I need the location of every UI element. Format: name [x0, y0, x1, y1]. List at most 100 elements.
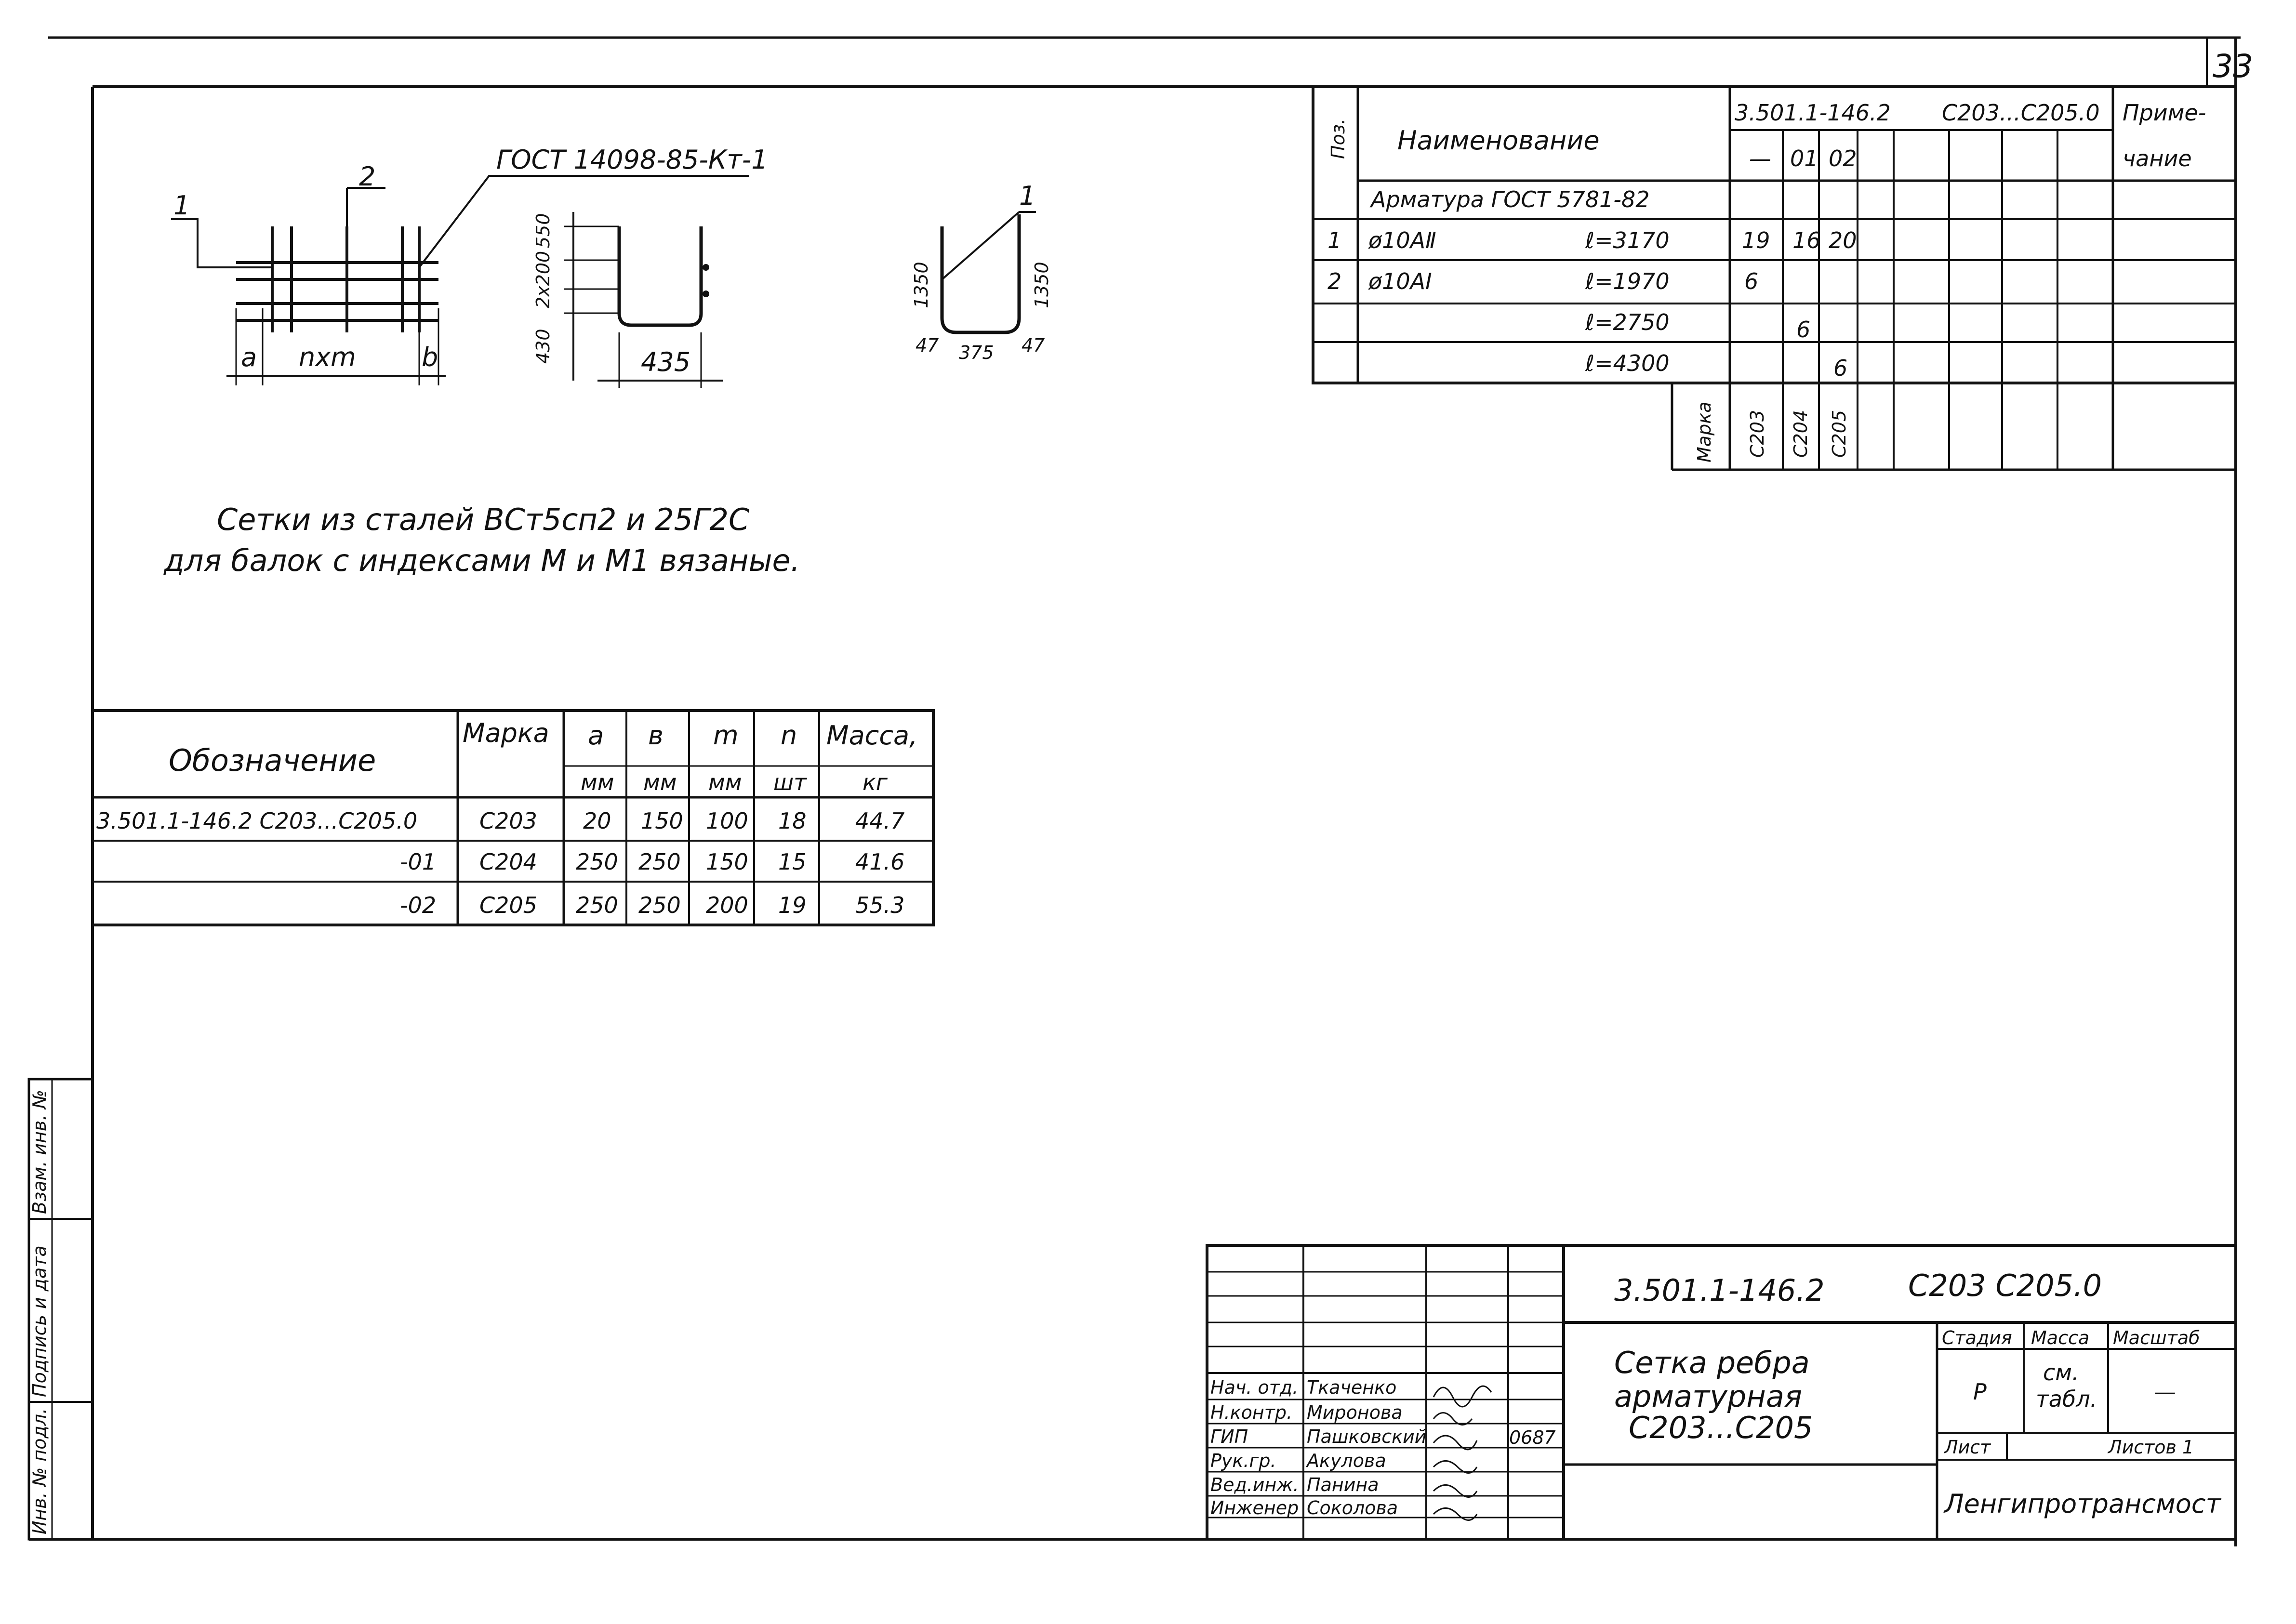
sheets-label: Листов 1	[2107, 1437, 2194, 1458]
dim-a-label: a	[241, 342, 257, 372]
signer-name: Пашковский	[1307, 1426, 1426, 1447]
spec-row-pos: 2	[1327, 268, 1341, 294]
signer-name: Ткаченко	[1307, 1377, 1396, 1398]
mesh-row-mass: 55.3	[855, 892, 904, 918]
dim-430-label: 430	[532, 329, 554, 364]
signer-role: Рук.гр.	[1210, 1450, 1276, 1471]
mesh-b-header: в	[648, 720, 664, 751]
mesh-row-m: 200	[706, 892, 748, 918]
dim-1350-left-label: 1350	[911, 262, 932, 308]
title-block-range: С203 С205.0	[1908, 1268, 2102, 1303]
title-block-title-3: С203...С205	[1629, 1410, 1813, 1445]
spec-row-length: ℓ=3170	[1585, 227, 1670, 253]
title-block-code: 3.501.1-146.2	[1614, 1273, 1825, 1308]
spec-pos-header: Поз.	[1327, 119, 1349, 159]
mesh-row-marka: С205	[479, 892, 537, 918]
dim-nxm-label: nxm	[299, 342, 356, 372]
spec-row-length: ℓ=4300	[1585, 350, 1670, 376]
u-bar-position-1-label: 1	[1019, 181, 1035, 211]
signer-role: Нач. отд.	[1210, 1377, 1298, 1398]
mesh-row-b: 250	[638, 892, 681, 918]
mesh-table-row: -01 С204 250 250 150 15 41.6	[400, 849, 904, 875]
spec-row-v1: 16	[1792, 227, 1821, 253]
title-block-title-2: арматурная	[1614, 1379, 1802, 1414]
signer-role: Инженер	[1210, 1497, 1299, 1518]
mesh-row-designation: -02	[400, 892, 436, 918]
spec-mark-c205: С205	[1829, 410, 1850, 458]
spec-row-v2: 20	[1829, 227, 1857, 253]
spec-marka-label: Марка	[1694, 402, 1715, 462]
mesh-m-unit: мм	[708, 769, 742, 795]
spec-mark-c203: С203	[1747, 410, 1768, 458]
mass-value-2: табл.	[2036, 1386, 2097, 1412]
spec-section-label: Арматура ГОСТ 5781-82	[1369, 186, 1649, 212]
mesh-table-row: 3.501.1-146.2 С203...С205.0 С203 20 150 …	[96, 808, 904, 834]
dim-435-label: 435	[641, 347, 690, 377]
spec-row-name: ø10АⅡ	[1368, 227, 1436, 253]
mesh-row-a: 250	[576, 849, 618, 875]
dim-47-right-label: 47	[1022, 335, 1045, 356]
stage-label: Стадия	[1942, 1327, 2012, 1348]
signer-name: Миронова	[1307, 1402, 1403, 1423]
mesh-b-unit: мм	[643, 769, 677, 795]
mesh-row-m: 150	[706, 849, 748, 875]
dim-2x200-label: 2x200	[532, 251, 554, 308]
mesh-n-unit: шт	[773, 769, 807, 795]
mesh-row-designation: 3.501.1-146.2 С203...С205.0	[96, 808, 417, 834]
dim-b-label: b	[422, 342, 438, 372]
mesh-mass-unit: кг	[863, 769, 888, 795]
spec-row: ℓ=4300 6	[1585, 350, 1847, 381]
mesh-row-n: 18	[778, 808, 807, 834]
mesh-a-header: a	[588, 720, 604, 751]
mesh-a-unit: мм	[581, 769, 614, 795]
mesh-row-a: 20	[583, 808, 611, 834]
mesh-row-a: 250	[576, 892, 618, 918]
spec-row-v2: 6	[1833, 355, 1847, 381]
dim-375-label: 375	[959, 342, 994, 363]
spec-note-header-1: Приме-	[2123, 100, 2206, 126]
dim-550-label: 550	[532, 213, 554, 248]
mass-label: Масса	[2031, 1327, 2089, 1348]
signer-date: 0687	[1509, 1427, 1556, 1448]
signer-name: Соколова	[1307, 1497, 1398, 1518]
spec-variant-02: 02	[1829, 145, 1857, 172]
spec-table-grid	[1312, 85, 2237, 471]
mesh-row-mass: 41.6	[855, 849, 904, 875]
note-line-1: Сетки из сталей ВСт5сп2 и 25Г2С	[217, 502, 750, 537]
signer-row: Нач. отд. Ткаченко	[1210, 1377, 1396, 1398]
title-block-title-1: Сетка ребра	[1614, 1345, 1810, 1380]
signer-row: Рук.гр. Акулова	[1210, 1450, 1386, 1471]
mesh-row-b: 150	[641, 808, 683, 834]
spec-variant-01: 01	[1790, 145, 1818, 172]
spec-row-v0: 19	[1742, 227, 1770, 253]
u-bar-drawing	[940, 211, 1036, 334]
mesh-row-designation: -01	[400, 849, 436, 875]
spec-row-length: ℓ=1970	[1585, 268, 1670, 294]
sheet-label: Лист	[1943, 1437, 1991, 1458]
spec-note-header-2: чание	[2123, 145, 2192, 172]
signer-role: ГИП	[1210, 1426, 1248, 1447]
title-block-grid	[1206, 1244, 2237, 1541]
spec-row: ℓ=2750 6	[1585, 309, 1810, 343]
spec-row-pos: 1	[1327, 227, 1341, 253]
mesh-n-header: n	[781, 720, 797, 751]
mesh-table-grid	[91, 709, 935, 926]
spec-row: 1 ø10АⅡ ℓ=3170 19 16 20	[1327, 227, 1857, 253]
mesh-row-m: 100	[706, 808, 748, 834]
spec-name-header: Наименование	[1397, 125, 1600, 156]
position-1-label: 1	[173, 190, 190, 221]
position-2-label: 2	[359, 161, 375, 192]
mesh-marka-header: Марка	[463, 718, 549, 748]
signer-row: Н.контр. Миронова	[1210, 1402, 1403, 1423]
mesh-section-drawing	[564, 212, 723, 388]
mesh-row-b: 250	[638, 849, 681, 875]
side-stamp-replace: Взам. инв. №	[29, 1090, 50, 1214]
stage-value: Р	[1973, 1379, 1987, 1405]
spec-row-name: ø10АⅠ	[1368, 268, 1432, 294]
mesh-row-n: 19	[778, 892, 807, 918]
spec-row-v0: 6	[1744, 268, 1758, 294]
mesh-row-n: 15	[778, 849, 807, 875]
note-line-2: для балок с индексами М и М1 вязаные.	[163, 543, 800, 578]
signer-role: Вед.инж.	[1210, 1474, 1299, 1495]
